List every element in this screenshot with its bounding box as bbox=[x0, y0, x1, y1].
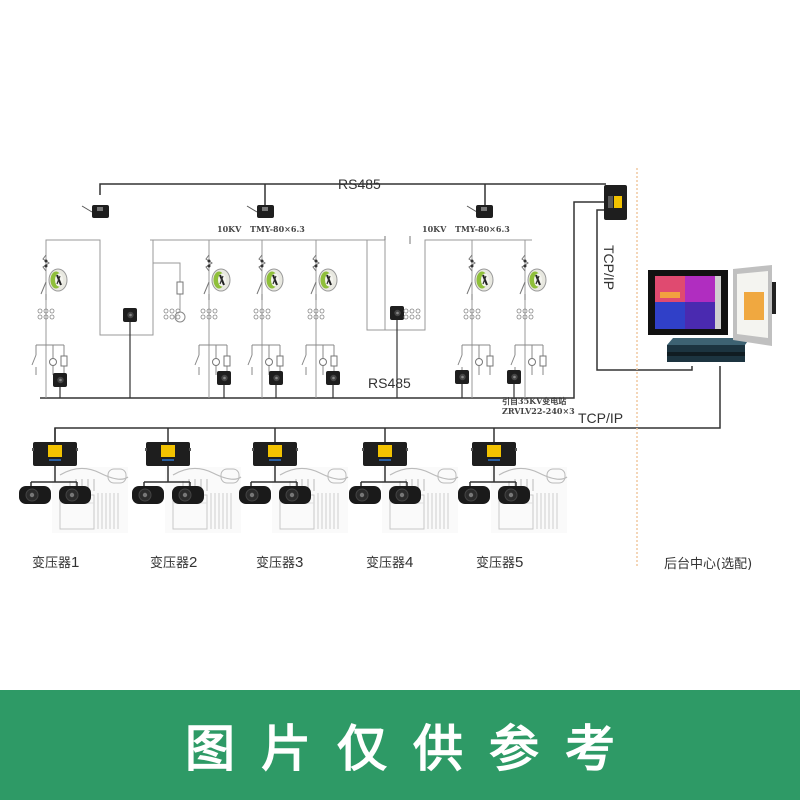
rs485-bottom-label: RS485 bbox=[368, 375, 411, 391]
current-sensor-icon bbox=[474, 268, 494, 292]
thermal-camera-icon bbox=[171, 485, 205, 505]
cable-spec-note: ZRVLV22-240×3 bbox=[502, 406, 575, 416]
thermal-camera-icon bbox=[278, 485, 312, 505]
voltage-label-right: 10KV bbox=[422, 224, 447, 234]
thermal-camera-icon bbox=[58, 485, 92, 505]
thermal-camera-icon bbox=[18, 485, 52, 505]
rs485-bottom-bus bbox=[40, 201, 604, 399]
switch-symbol bbox=[203, 281, 210, 301]
data-concentrator bbox=[604, 185, 627, 220]
thermal-camera-icon bbox=[238, 485, 272, 505]
rs485-top-label: RS485 bbox=[338, 176, 381, 192]
camera-icon bbox=[53, 373, 67, 387]
transformer-units bbox=[18, 428, 568, 534]
meter-branch bbox=[301, 344, 338, 376]
transformer-label-4: 变压器4 bbox=[366, 554, 414, 571]
gateway-device-1 bbox=[81, 205, 109, 218]
monitor-thermal bbox=[648, 270, 728, 335]
busbar-label-right: TMY-80×6.3 bbox=[455, 224, 510, 234]
temperature-camera bbox=[455, 370, 469, 398]
transformer-unit-4 bbox=[348, 428, 459, 534]
monitoring-terminal-icon bbox=[32, 442, 78, 466]
feeder-column bbox=[510, 240, 547, 398]
current-sensor-icon bbox=[211, 268, 231, 292]
feeder-column bbox=[457, 240, 494, 398]
camera-icon bbox=[507, 370, 521, 384]
current-sensor-icon bbox=[48, 268, 68, 292]
switch-symbol bbox=[256, 281, 263, 301]
temperature-camera bbox=[53, 373, 67, 398]
feeder-column bbox=[247, 240, 284, 398]
thermal-camera-icon bbox=[457, 485, 491, 505]
camera-icon bbox=[326, 371, 340, 385]
meter-branch bbox=[194, 344, 231, 376]
tcp-ip-vertical-label: TCP/IP bbox=[601, 245, 617, 291]
monitoring-terminal-icon bbox=[252, 442, 298, 466]
temperature-camera bbox=[326, 371, 340, 398]
transformer-unit-2 bbox=[131, 428, 242, 534]
monitor-dashboard bbox=[733, 265, 776, 346]
switch-symbol bbox=[40, 281, 47, 301]
thermal-camera-icon bbox=[388, 485, 422, 505]
gateway-device-2 bbox=[246, 205, 274, 218]
thermal-camera-icon bbox=[348, 485, 382, 505]
transformer-label-1: 变压器1 bbox=[32, 554, 80, 571]
monitoring-terminal-icon bbox=[471, 442, 517, 466]
switch-symbol bbox=[310, 281, 317, 301]
meter-branch bbox=[31, 344, 68, 376]
camera-icon bbox=[123, 308, 137, 322]
feeder-columns bbox=[31, 240, 547, 398]
feeder-column bbox=[301, 240, 338, 398]
backend-center-label: 后台中心(选配) bbox=[664, 557, 753, 572]
transformer-label-3: 变压器3 bbox=[256, 554, 304, 571]
switch-symbol bbox=[519, 281, 526, 301]
monitoring-terminal-icon bbox=[145, 442, 191, 466]
temperature-camera bbox=[217, 371, 231, 398]
banner-text: 图片仅供参考 bbox=[185, 720, 641, 778]
diagram-canvas bbox=[18, 168, 776, 566]
meter-branch bbox=[247, 344, 284, 376]
incoming-line-note: 引自35KV变电站 bbox=[502, 396, 567, 406]
rs485-top-bus bbox=[99, 183, 606, 205]
camera-icon bbox=[455, 370, 469, 384]
voltage-label-left: 10KV bbox=[217, 224, 242, 234]
gateway-device-3 bbox=[466, 205, 493, 218]
current-sensor-icon bbox=[264, 268, 284, 292]
current-sensor-icon bbox=[318, 268, 338, 292]
temperature-camera bbox=[507, 370, 521, 398]
feeder-column bbox=[194, 240, 231, 398]
camera-icon bbox=[217, 371, 231, 385]
transformer-unit-1 bbox=[18, 428, 129, 534]
monitoring-system-diagram: RS485 RS485 TCP/IP TCP/IP 10KV TMY-80×6.… bbox=[18, 168, 776, 572]
switchgear-section-right bbox=[366, 236, 532, 331]
camera-icon bbox=[269, 371, 283, 385]
thermal-camera-icon bbox=[131, 485, 165, 505]
pt-symbol bbox=[403, 308, 421, 320]
feeder-column bbox=[31, 240, 68, 398]
thermal-camera-icon bbox=[497, 485, 531, 505]
monitoring-terminal-icon bbox=[362, 442, 408, 466]
tcp-ip-link-server bbox=[596, 209, 693, 371]
transformer-label-2: 变压器2 bbox=[150, 554, 198, 571]
backend-server bbox=[667, 338, 750, 362]
camera-icon bbox=[390, 306, 404, 320]
transformer-label-5: 变压器5 bbox=[476, 554, 524, 571]
current-sensor-icon bbox=[527, 268, 547, 292]
tcp-ip-horizontal-label: TCP/IP bbox=[578, 410, 624, 426]
temperature-camera bbox=[123, 308, 137, 398]
switch-symbol bbox=[466, 281, 473, 301]
busbar-label-left: TMY-80×6.3 bbox=[250, 224, 305, 234]
temperature-camera bbox=[390, 306, 404, 398]
transformer-unit-5 bbox=[457, 428, 568, 534]
transformer-unit-3 bbox=[238, 428, 349, 534]
temperature-camera bbox=[269, 371, 283, 398]
reference-banner: 图片仅供参考 bbox=[0, 690, 800, 800]
